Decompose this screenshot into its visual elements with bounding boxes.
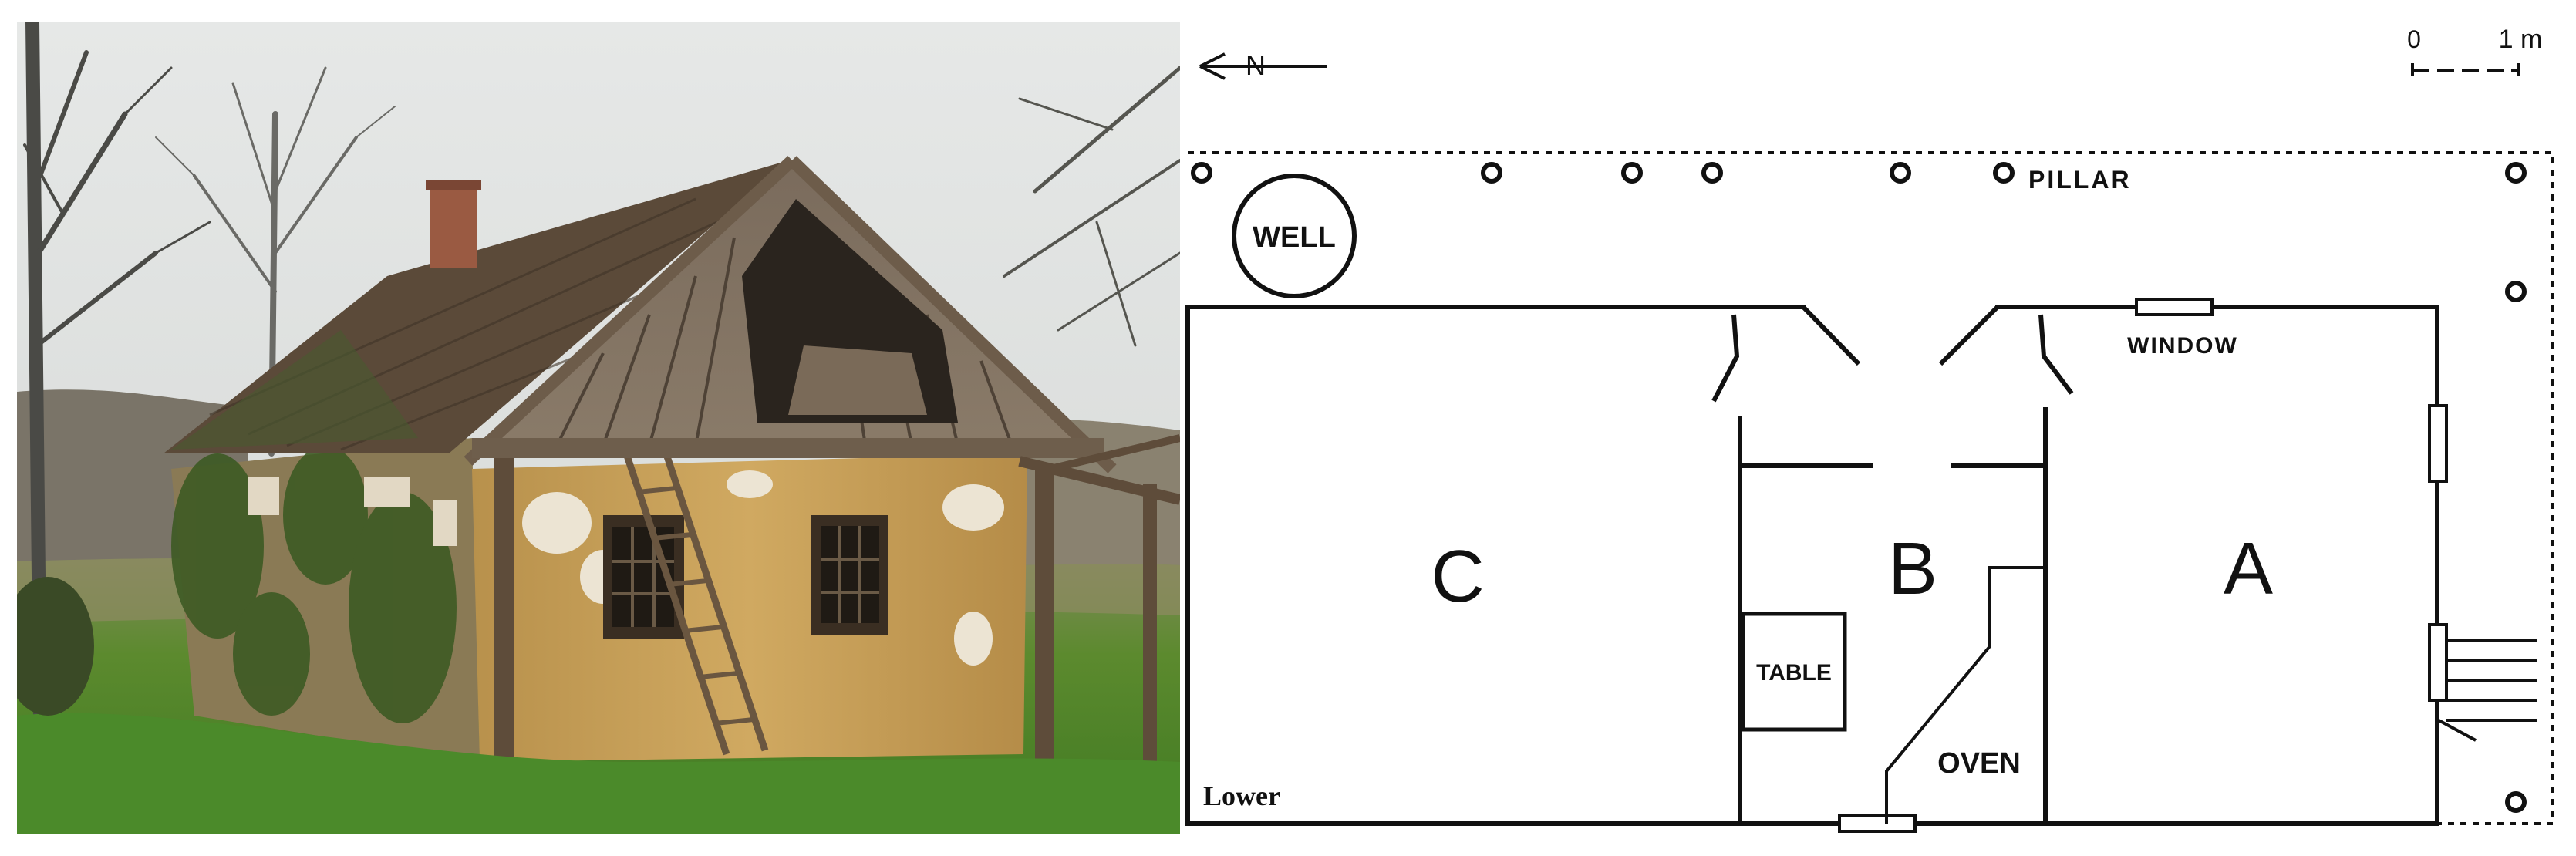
plaster-patches-side xyxy=(248,477,457,546)
pillar xyxy=(1890,162,1911,184)
pillar xyxy=(1701,162,1723,184)
pillar-label: PILLAR xyxy=(2028,166,2132,194)
porch-roof-beam xyxy=(1018,456,1180,505)
scale-one-metre: 1 m xyxy=(2499,25,2543,54)
room-label-b: B xyxy=(1888,527,1937,610)
door-east xyxy=(2428,623,2448,702)
pillar xyxy=(2505,281,2527,302)
house-window-left xyxy=(603,515,684,639)
ladder xyxy=(622,448,769,756)
table-label: TABLE xyxy=(1756,660,1832,686)
pillars xyxy=(1191,162,2527,813)
well-label: WELL xyxy=(1253,221,1336,254)
window-north xyxy=(2135,298,2214,316)
bare-tree-right xyxy=(1003,66,1180,347)
pillar xyxy=(1191,162,1212,184)
oven-label: OVEN xyxy=(1937,747,2021,780)
scale-bar: 0 1 m xyxy=(2407,25,2542,76)
chimney xyxy=(430,184,477,268)
farmhouse-photo xyxy=(17,22,1180,834)
outer-walls xyxy=(1185,305,2439,826)
entrance-doors xyxy=(1711,305,2074,403)
north-label: N xyxy=(1246,49,1266,81)
scale-zero: 0 xyxy=(2407,25,2421,53)
eave-beam xyxy=(472,438,1104,458)
grass-foreground xyxy=(17,713,1180,834)
pillar xyxy=(1621,162,1643,184)
interior-walls xyxy=(1738,407,2048,824)
pillar xyxy=(2505,791,2527,813)
window-south xyxy=(1838,814,1917,833)
room-label-a: A xyxy=(2224,527,2273,610)
roof-moss xyxy=(171,330,418,450)
pillar xyxy=(1481,162,1502,184)
window-label: WINDOW xyxy=(2127,333,2238,359)
entry-steps xyxy=(2438,639,2537,742)
lower-label: Lower xyxy=(1203,780,1280,811)
ivy xyxy=(171,446,457,723)
porch-boundary xyxy=(1188,151,2554,825)
porch-posts xyxy=(494,453,1157,793)
barge-board-right xyxy=(787,156,1117,473)
window-east xyxy=(2428,404,2448,483)
north-arrow: N xyxy=(1199,49,1327,81)
pillar xyxy=(1993,162,2015,184)
floor-plan: N 0 1 m PILLAR WELL WINDOW xyxy=(1185,25,2554,833)
table xyxy=(1741,612,1847,732)
well xyxy=(1232,174,1357,298)
bush-left xyxy=(17,577,94,716)
oven xyxy=(1885,566,2045,824)
room-label-c: C xyxy=(1431,535,1484,618)
barge-board-left xyxy=(464,156,797,466)
house-window-right xyxy=(811,515,888,635)
pillar xyxy=(2505,162,2527,184)
